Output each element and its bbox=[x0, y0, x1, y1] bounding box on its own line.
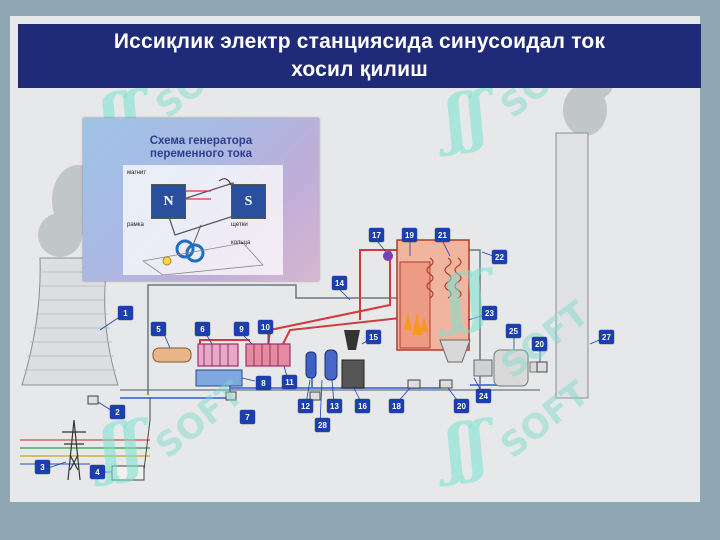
label-22: 22 bbox=[492, 250, 507, 264]
label-24: 24 bbox=[476, 389, 491, 403]
inset-title-line-2: переменного тока bbox=[150, 148, 252, 160]
label-18: 18 bbox=[389, 399, 404, 413]
label-9: 9 bbox=[234, 322, 249, 336]
label-15: 15 bbox=[366, 330, 381, 344]
label-21: 20 bbox=[532, 337, 547, 351]
label-13: 13 bbox=[327, 399, 342, 413]
generator-scheme-inset: Схема генератора переменного тока N S ма… bbox=[83, 118, 319, 281]
label-6: 6 bbox=[195, 322, 210, 336]
label-17: 17 bbox=[369, 228, 384, 242]
label-10: 10 bbox=[258, 320, 273, 334]
magnet-south-pole: S bbox=[231, 184, 266, 219]
label-5: 5 bbox=[151, 322, 166, 336]
title-line-2: хосил қилиш bbox=[291, 58, 428, 81]
label-23: 23 bbox=[482, 306, 497, 320]
label-magnet: магнит bbox=[127, 170, 147, 176]
label-8: 8 bbox=[256, 376, 271, 390]
label-28: 28 bbox=[315, 418, 330, 432]
label-brushes: щетки bbox=[231, 222, 248, 228]
label-2: 2 bbox=[110, 405, 125, 419]
title-line-1: Иссиқлик электр станциясида синусоидал т… bbox=[113, 30, 606, 53]
power-lines bbox=[20, 439, 150, 465]
label-27: 27 bbox=[599, 330, 614, 344]
label-20: 20 bbox=[454, 399, 469, 413]
label-25: 25 bbox=[506, 324, 521, 338]
inset-title: Схема генератора переменного тока bbox=[83, 135, 319, 161]
generator-drawing bbox=[123, 165, 283, 275]
transmission-tower bbox=[62, 419, 86, 481]
label-3: 3 bbox=[35, 460, 50, 474]
inset-title-line-1: Схема генератора bbox=[149, 135, 253, 147]
chimney bbox=[555, 132, 589, 399]
slide-title: Иссиқлик электр станциясида синусоидал т… bbox=[18, 24, 701, 88]
label-14: 14 bbox=[332, 276, 347, 290]
label-11: 11 bbox=[282, 375, 297, 389]
label-frame: рамка bbox=[127, 222, 144, 228]
label-16: 16 bbox=[355, 399, 370, 413]
label-1: 1 bbox=[118, 306, 133, 320]
label-19: 19 bbox=[402, 228, 417, 242]
label-4: 4 bbox=[90, 465, 105, 479]
label-rings: кольца bbox=[231, 240, 251, 246]
label-7: 7 bbox=[240, 410, 255, 424]
label-12: 12 bbox=[298, 399, 313, 413]
label-21b: 21 bbox=[435, 228, 450, 242]
magnet-north-pole: N bbox=[151, 184, 186, 219]
